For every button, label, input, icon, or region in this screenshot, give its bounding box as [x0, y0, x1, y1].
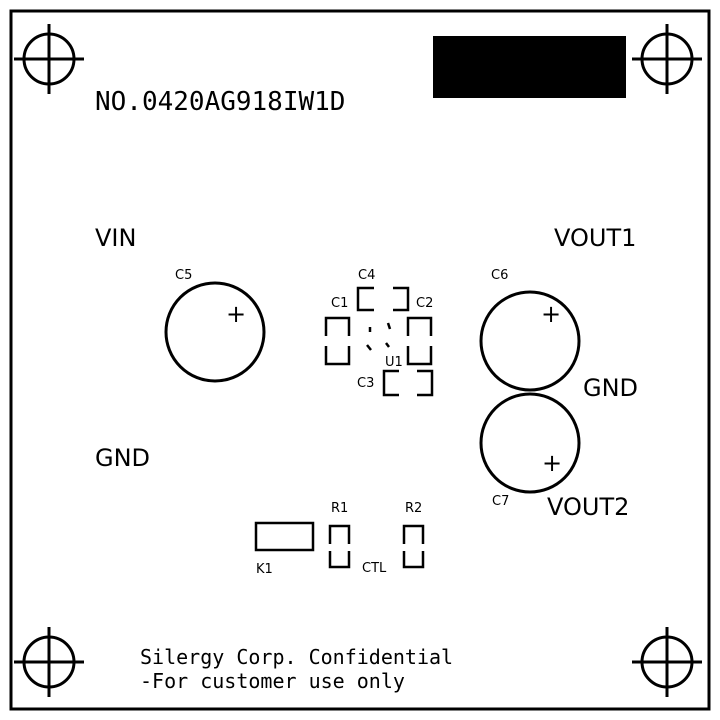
mounting-hole-bottom-right [632, 627, 702, 697]
capacitor-c7: + C7 [479, 392, 581, 509]
mounting-hole-top-right [632, 24, 702, 94]
capacitor-c5: + C5 [164, 268, 266, 383]
capacitor-c4: C4 [356, 268, 410, 312]
c6-polarity-mark: + [541, 300, 561, 328]
confidential-line-2: -For customer use only [140, 669, 405, 693]
k1-label: K1 [256, 562, 273, 577]
resistor-r2: R2 [402, 501, 425, 569]
capacitor-c2: C2 [406, 296, 433, 366]
mounting-hole-top-left [14, 24, 84, 94]
c5-polarity-mark: + [226, 300, 246, 328]
gnd-left-label: GND [95, 444, 150, 472]
capacitor-c6: + C6 [479, 268, 581, 392]
c1-label: C1 [331, 296, 348, 311]
board-outline [9, 9, 711, 711]
u1-label: U1 [385, 355, 403, 370]
vout2-label: VOUT2 [547, 493, 629, 521]
r2-label: R2 [405, 501, 422, 516]
mounting-hole-bottom-left [14, 627, 84, 697]
c6-label: C6 [491, 268, 508, 283]
connector-k1: K1 [254, 521, 315, 577]
ic-u1: U1 [366, 322, 403, 370]
vin-label: VIN [95, 224, 136, 252]
c7-label: C7 [492, 494, 509, 509]
capacitor-c1: C1 [324, 296, 351, 366]
vout1-label: VOUT1 [554, 224, 636, 252]
redacted-label-block [433, 36, 626, 98]
ctl-label: CTL [362, 561, 387, 576]
resistor-r1: R1 [328, 501, 351, 569]
gnd-right-label: GND [583, 374, 638, 402]
capacitor-c3: C3 [357, 369, 434, 397]
c4-label: C4 [358, 268, 375, 283]
c3-label: C3 [357, 376, 374, 391]
c7-polarity-mark: + [542, 449, 562, 477]
c5-label: C5 [175, 268, 192, 283]
part-number: NO.0420AG918IW1D [95, 87, 345, 117]
confidential-line-1: Silergy Corp. Confidential [140, 645, 453, 669]
r1-label: R1 [331, 501, 348, 516]
c2-label: C2 [416, 296, 433, 311]
